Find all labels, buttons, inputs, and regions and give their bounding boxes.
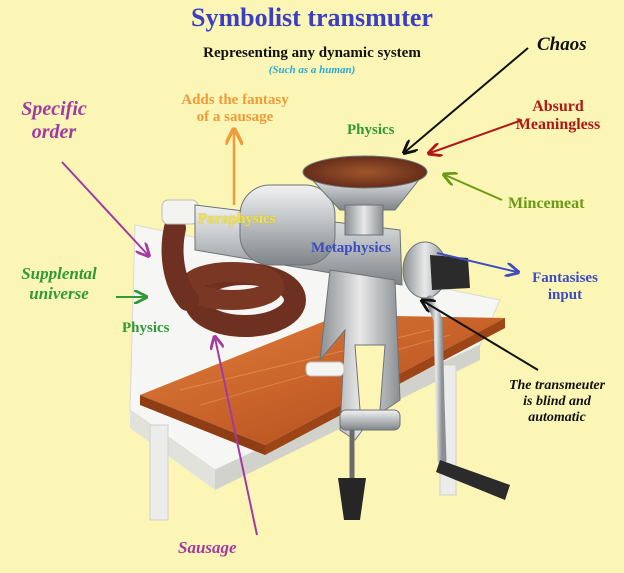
label-chaos: Chaos: [537, 34, 587, 56]
label-blind-line2: is blind and: [490, 394, 624, 410]
label-fantasises-line2: input: [515, 287, 615, 304]
label-fantasises: Fantasises input: [515, 270, 615, 305]
label-supplental-universe: Supplental universe: [4, 264, 114, 303]
label-physics-left: Physics: [122, 320, 170, 337]
label-supplemental-line1: Supplental: [4, 264, 114, 284]
specific-arrow: [62, 162, 148, 255]
label-mincemeat: Mincemeat: [508, 195, 584, 213]
label-supplemental-line2: universe: [4, 284, 114, 304]
label-fantasy-line1: Adds the fantasy: [160, 92, 310, 109]
label-adds-fantasy: Adds the fantasy of a sausage: [160, 92, 310, 127]
label-blind-line3: automatic: [490, 410, 624, 426]
label-blind-automatic: The transmeuter is blind and automatic: [490, 378, 624, 426]
label-specific-order: Specific order: [4, 98, 104, 144]
label-metaphysics: Metaphysics: [311, 240, 391, 257]
label-specific-line2: order: [4, 121, 104, 144]
mincemeat-arrow: [445, 175, 502, 200]
diagram-title: Symbolist transmuter: [0, 3, 624, 33]
label-paraphysics: Paraphysics: [198, 211, 276, 228]
label-absurd: Absurd Meaningless: [498, 98, 618, 135]
label-fantasy-line2: of a sausage: [160, 109, 310, 126]
label-absurd-line: Absurd: [498, 98, 618, 116]
label-specific-line1: Specific: [4, 98, 104, 121]
label-physics-top: Physics: [347, 122, 395, 139]
diagram-subtitle-note: (Such as a human): [0, 64, 624, 77]
label-meaningless-line: Meaningless: [498, 116, 618, 134]
label-blind-line1: The transmeuter: [490, 378, 624, 394]
label-sausage: Sausage: [178, 538, 237, 558]
diagram-subtitle: Representing any dynamic system: [0, 45, 624, 62]
label-fantasises-line1: Fantasises: [515, 270, 615, 287]
